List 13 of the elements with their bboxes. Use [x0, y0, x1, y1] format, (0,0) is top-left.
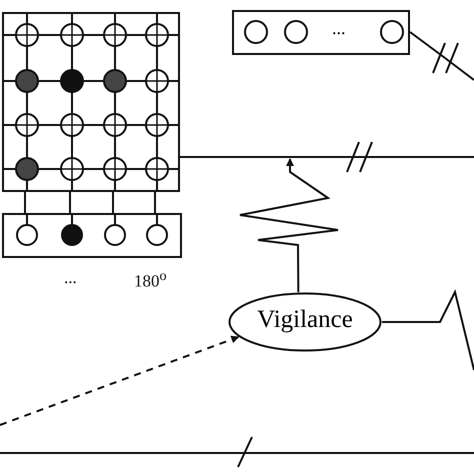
connector-line — [409, 31, 474, 81]
dashed-arrow — [0, 336, 240, 426]
ellipsis-text: ... — [332, 18, 346, 39]
connector-line — [69, 192, 71, 213]
connector-line — [180, 142, 474, 172]
connector-line — [24, 192, 26, 213]
ellipsis-text: ... — [64, 268, 77, 288]
node-label: Vigilance — [257, 306, 353, 334]
connector-line — [382, 289, 474, 370]
connector-line — [112, 192, 114, 213]
angle-label: 180$^{o}$ — [134, 268, 167, 292]
zigzag-connector — [239, 158, 339, 292]
connector-line — [154, 192, 156, 213]
